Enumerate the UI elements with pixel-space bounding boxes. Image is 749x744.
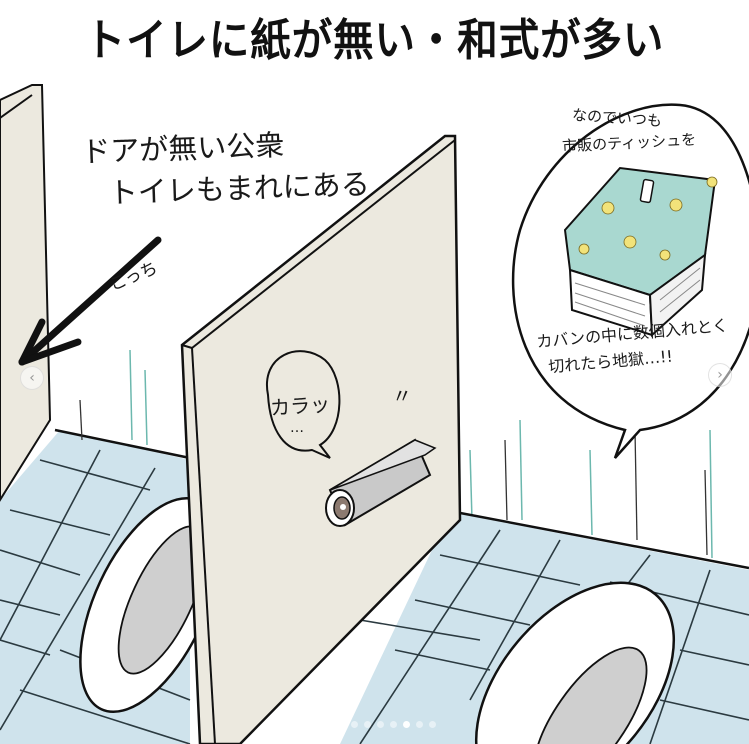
pagination-dot[interactable] xyxy=(338,721,345,728)
pagination-dot[interactable] xyxy=(364,721,371,728)
sfx-lines: 〃 xyxy=(392,384,412,408)
page-title: トイレに紙が無い・和式が多い xyxy=(84,15,665,66)
caption-note: ドアが無い公衆 トイレもまれにある xyxy=(81,121,371,215)
pagination-dot-active[interactable] xyxy=(403,721,410,728)
paper-holder xyxy=(325,438,437,527)
tissue-pack-icon xyxy=(563,166,718,338)
chevron-left-icon: ‹ xyxy=(29,370,35,386)
carousel-pagination xyxy=(338,721,436,728)
pagination-dot[interactable] xyxy=(390,721,397,728)
sfx-dots: … xyxy=(290,420,304,436)
sfx-sound: カラッ xyxy=(269,391,331,421)
thought-bubble xyxy=(511,103,749,459)
chevron-right-icon: › xyxy=(717,367,723,383)
arrow-icon xyxy=(18,236,162,366)
pagination-dot[interactable] xyxy=(416,721,423,728)
pagination-dot[interactable] xyxy=(429,721,436,728)
carousel-next-button[interactable]: › xyxy=(708,363,732,387)
pagination-dot[interactable] xyxy=(351,721,358,728)
pagination-dot[interactable] xyxy=(377,721,384,728)
carousel-prev-button[interactable]: ‹ xyxy=(20,366,44,390)
